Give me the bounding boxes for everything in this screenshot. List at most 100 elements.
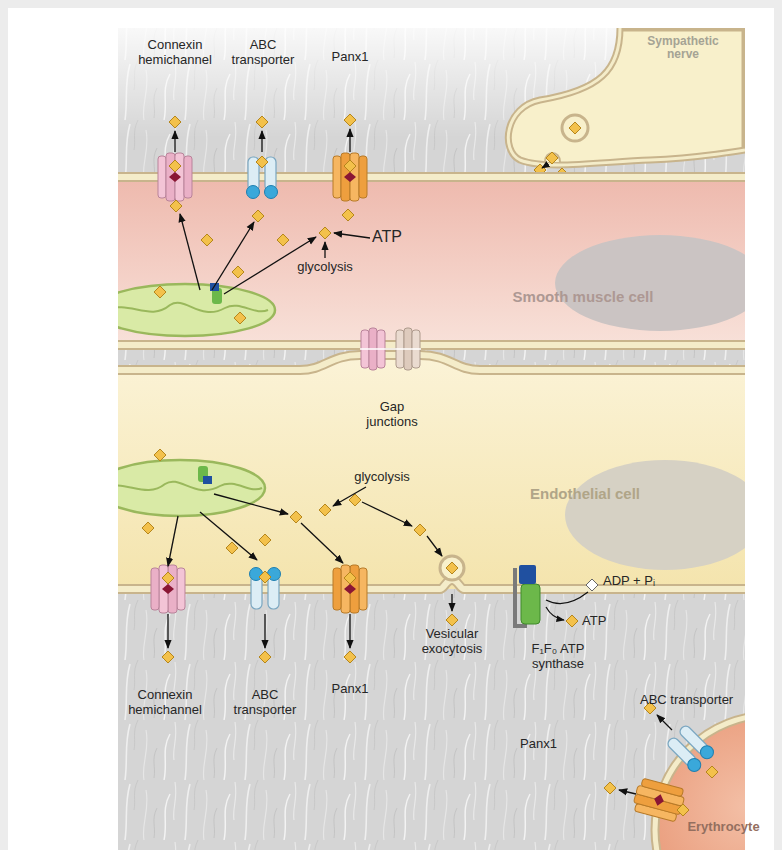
part-label: ABC transporter [223,38,303,68]
part-label: glycolysis [337,470,427,485]
flow-arrow [301,523,343,563]
atp-diamond [226,542,238,554]
adp-diamond [586,579,598,591]
atp-diamond [319,227,331,239]
atp-diamond [319,504,331,516]
flow-arrow [324,242,325,258]
release-arrow [349,614,350,648]
atp-diamond [569,122,581,134]
atp-diamond [566,615,578,627]
smc-arrows [175,129,370,294]
panx1-channel [631,777,686,822]
mito-atp-synthase-cap [203,476,212,484]
flow-arrow [214,494,288,514]
exocytic-vesicle [440,556,464,580]
atp-diamond [414,524,426,536]
synthesis-arrow [546,607,564,620]
release-arrow [619,790,636,794]
atp-diamond [259,651,271,663]
release-arrow [349,129,350,152]
part-label: ABC transporter [225,688,305,718]
part-label: ABC transporter [640,693,760,708]
atp-diamond [344,572,356,584]
erythrocyte-body [655,715,745,850]
synthesis-arrow [546,592,588,604]
flow-arrow [180,214,200,290]
release-arrow [657,715,672,730]
junction-seam [360,348,421,350]
atp-diamond [446,614,458,626]
flow-arrow [168,516,178,566]
smc-membrane-inner [118,174,745,180]
part-label: ATP [582,614,632,629]
flow-arrow [362,502,412,526]
cell-label: Smooth muscle cell [483,289,683,306]
interstitial-background [118,28,745,850]
ec-arrows [168,487,452,648]
abc-transporter [247,157,278,199]
atp-diamond [162,651,174,663]
flow-arrow [200,512,257,560]
cell-label: Sympathetic nerve [638,35,728,62]
atp-diamond [344,114,356,126]
smc-nucleus [555,235,745,331]
atp-diamond [677,804,689,816]
atp-diamond [142,522,154,534]
atp-diamond [169,116,181,128]
release-arrow [167,614,168,648]
atp-diamond [169,160,181,172]
atp-diamond [344,651,356,663]
part-label: F₁F₀ ATP synthase [517,642,599,672]
mitochondrial-cristae [118,482,262,491]
atp-diamond [259,571,271,583]
atp-diamond [234,312,246,324]
mitochondrion [118,284,275,336]
part-label: Panx1 [320,50,380,65]
atp-diamond [154,449,166,461]
atp-diamond [154,286,166,298]
part-label: Connexin hemichannel [120,688,210,718]
cell-band: Endothelial cell [118,352,745,589]
atp-diamond [290,511,302,523]
atp-diamond [446,562,458,574]
atp-diamond [706,766,718,778]
part-label: ATP [372,228,422,246]
atp-diamond [342,209,354,221]
gap-junction [360,328,421,370]
nerve-terminal: Sympathetic nerve [612,28,745,168]
atp-diamond [546,152,558,164]
panx1-channel [333,153,367,201]
atp-diamond [604,782,616,794]
panx1-channel [333,565,367,613]
part-label: Vesicular exocytosis [412,627,492,657]
mitochondrial-cristae [118,303,268,312]
release-arrow [264,614,265,648]
connexin-hemichannel [158,153,192,201]
part-label: glycolysis [280,260,370,275]
atp-diamond [252,210,264,222]
abc-transporter [250,568,281,610]
leader-arrow [334,233,370,238]
ec-membrane-inner [118,355,745,370]
release-arrow [174,131,175,152]
abc-transporter [665,723,716,774]
cell-label: Erythrocyte [665,820,782,835]
nerve-terminal [508,28,745,165]
cell-band: Smooth muscle cell [118,177,745,345]
atp-diamond [277,234,289,246]
smc-membrane-inner [118,342,745,348]
release-arrow [542,164,548,168]
mitochondrion [118,460,265,516]
part-label: Gap junctions [357,400,427,430]
release-arrow [451,594,452,611]
nerve-membrane [508,28,745,165]
atp-diamond [344,160,356,172]
cell-label: Endothelial cell [510,486,660,503]
part-label: ADP + Pᵢ [603,574,693,589]
atp-diamond [256,156,268,168]
atp-diamond [256,116,268,128]
ec-nucleus [565,460,745,570]
smc-membrane [118,172,745,182]
flow-arrow [333,487,366,506]
